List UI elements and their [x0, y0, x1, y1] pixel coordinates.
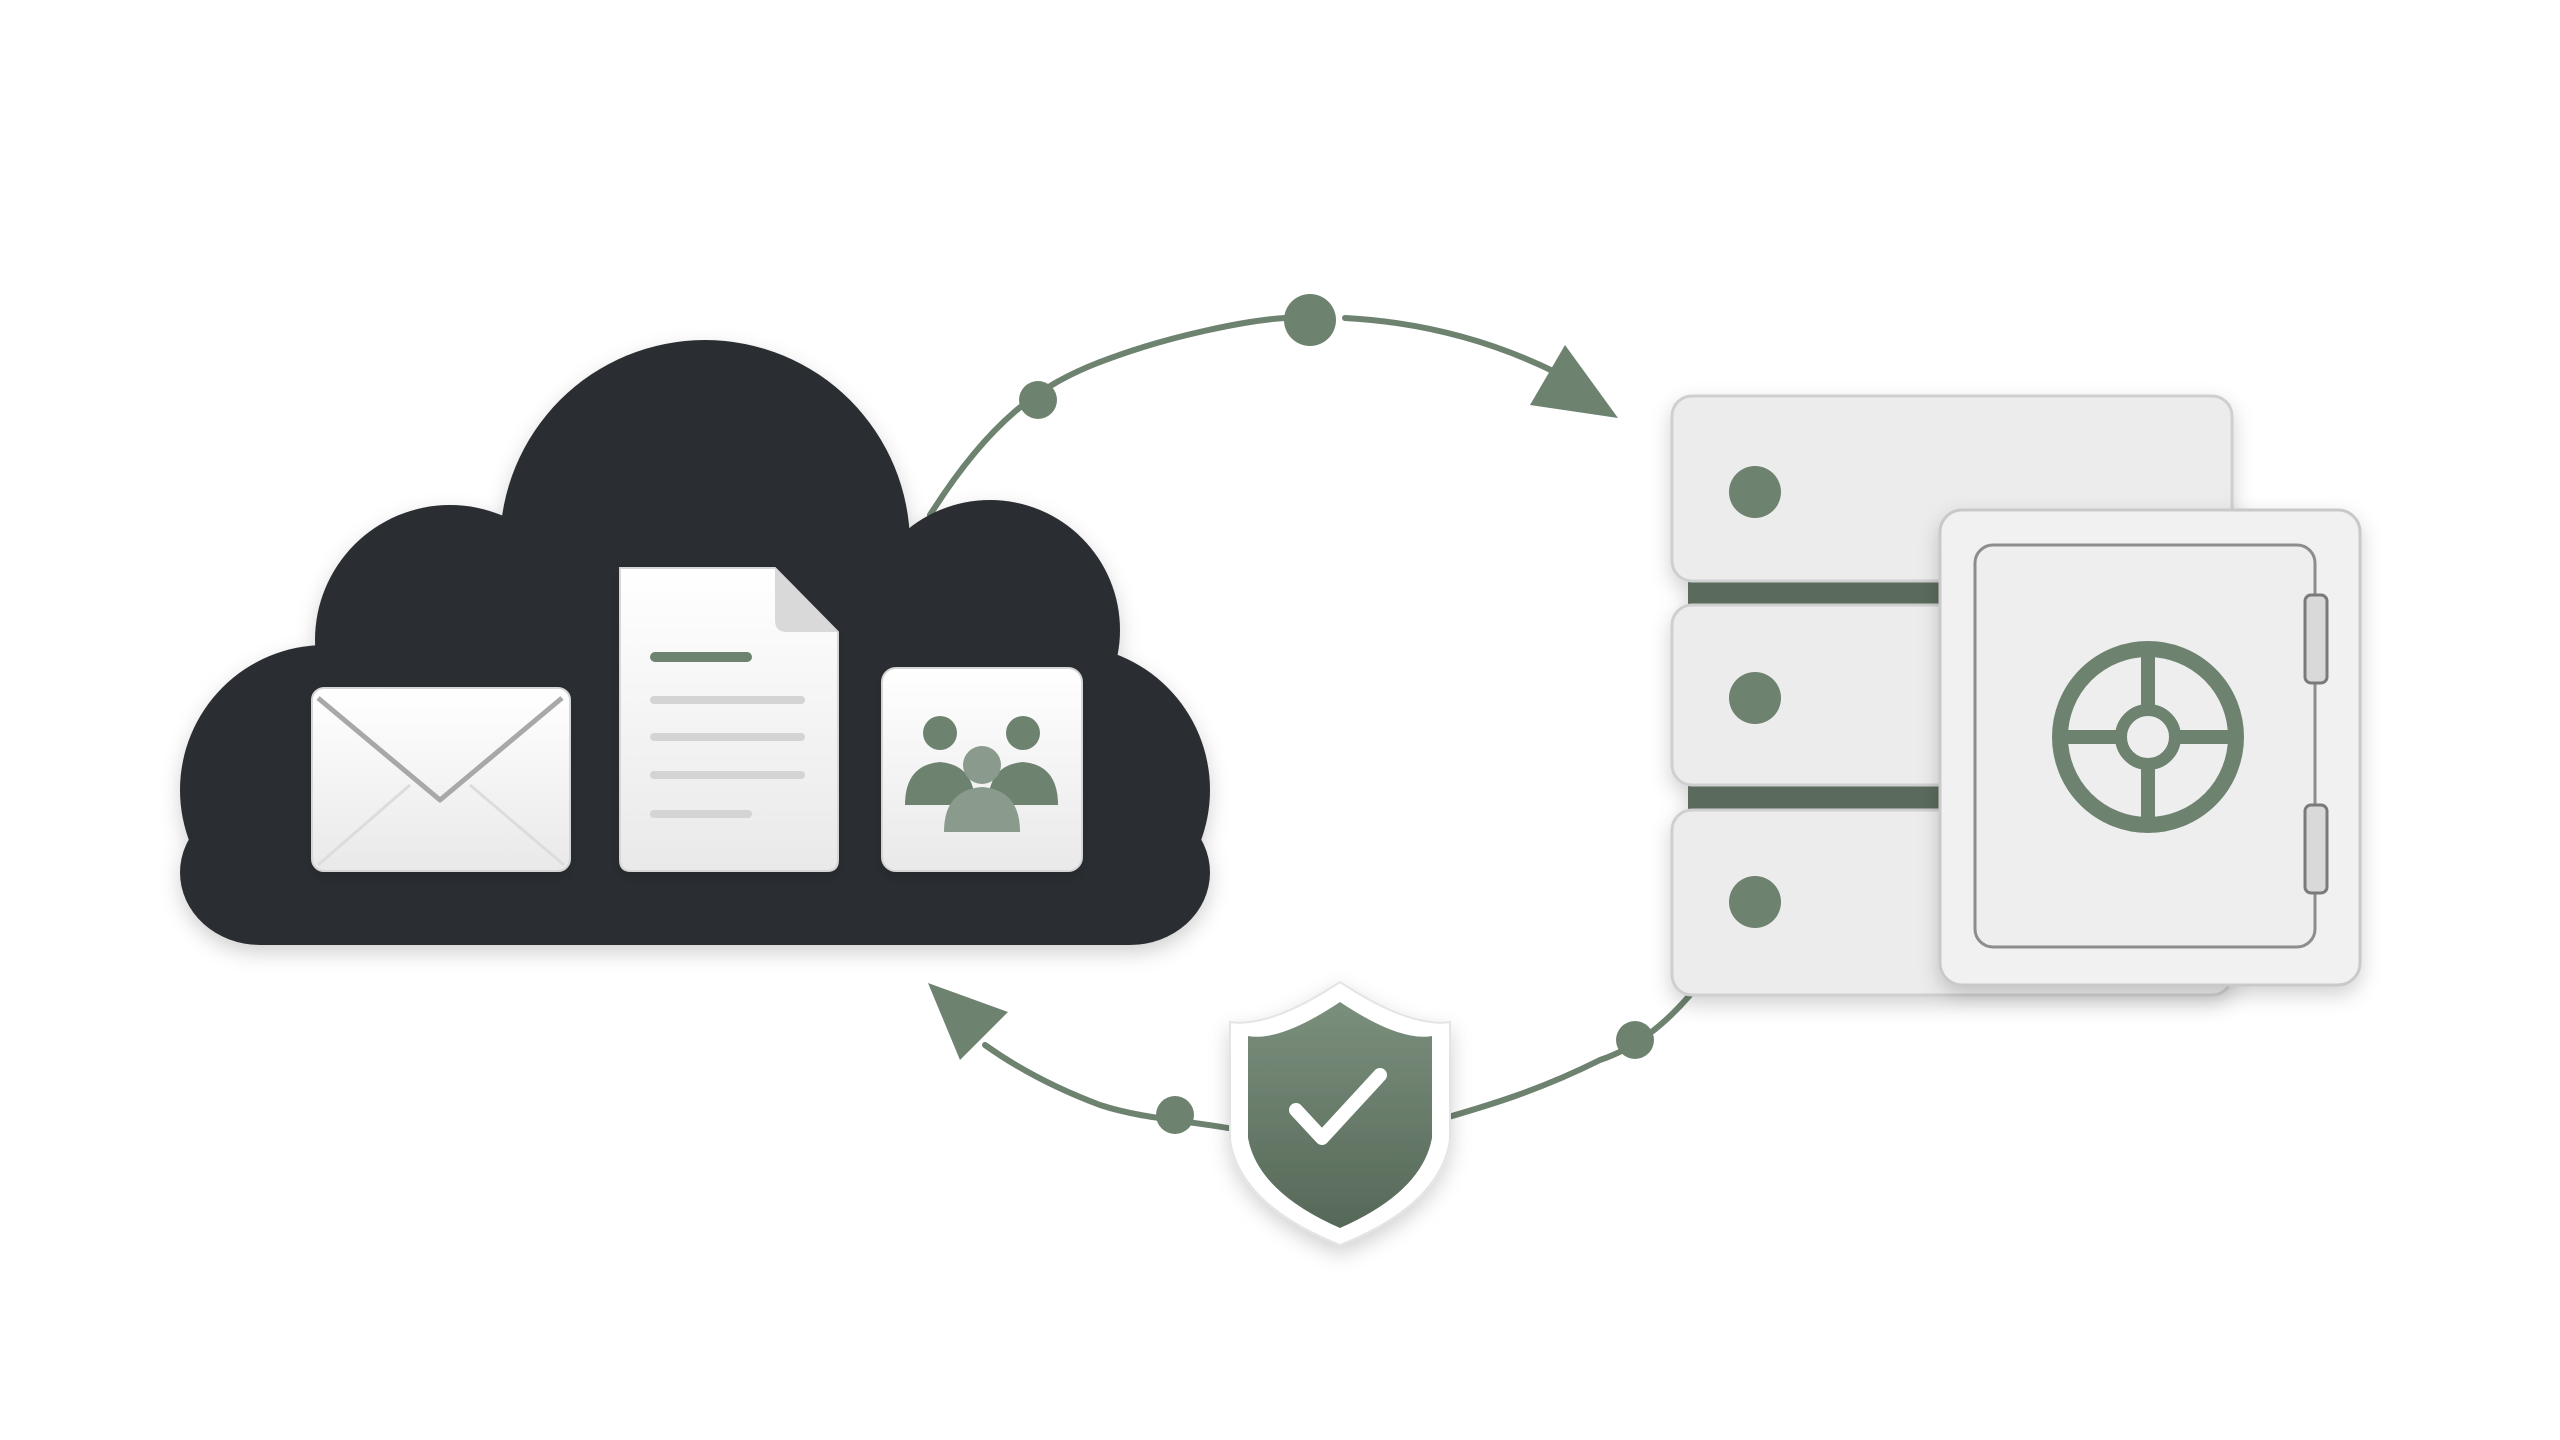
- flow-dot: [1616, 1021, 1654, 1059]
- server-led-icon: [1729, 876, 1781, 928]
- document-icon: [619, 567, 839, 872]
- shield-check-icon: [1229, 980, 1451, 1247]
- flow-dot: [1019, 381, 1057, 419]
- envelope-icon: [311, 687, 571, 872]
- server-led-icon: [1729, 672, 1781, 724]
- document-title-line: [650, 652, 752, 662]
- team-icon: [881, 667, 1083, 872]
- safe-dial-icon: [2052, 641, 2244, 833]
- arc-cloud-to-storage: [927, 359, 1103, 518]
- arrowhead-right-icon: [1530, 345, 1618, 418]
- checkmark-icon: [1289, 1068, 1387, 1145]
- arc-storage-to-shield: [1442, 992, 1693, 1121]
- safe-door: [1973, 543, 2317, 949]
- server-led-icon: [1729, 466, 1781, 518]
- arrowhead-left-icon: [928, 983, 1008, 1060]
- safe-hinge: [2303, 593, 2329, 685]
- flow-dots: [1019, 294, 1654, 1134]
- flow-dot: [1284, 294, 1336, 346]
- flow-dot: [1156, 1096, 1194, 1134]
- arc-cloud-to-storage-mid: [1097, 315, 1288, 365]
- safe-icon: [1938, 508, 2362, 987]
- safe-hinge: [2303, 803, 2329, 895]
- arc-cloud-to-storage-end: [1342, 315, 1558, 375]
